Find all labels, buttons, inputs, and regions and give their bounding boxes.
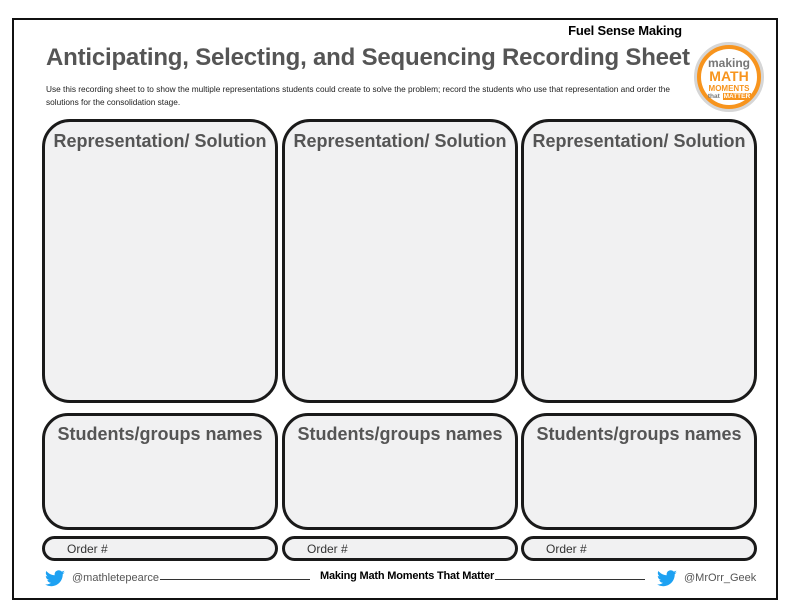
footer-divider-right (495, 579, 645, 580)
order-label: Order # (546, 542, 587, 556)
students-label: Students/groups names (297, 424, 503, 444)
brand-logo: making MATH MOMENTS that MATTER (694, 42, 764, 112)
order-field-3[interactable]: Order # (521, 536, 757, 561)
instructions-text: Use this recording sheet to to show the … (46, 84, 671, 107)
students-box-2[interactable]: Students/groups names (282, 413, 518, 530)
section-tag: Fuel Sense Making (561, 21, 689, 41)
representation-label: Representation/ Solution (293, 131, 507, 151)
logo-line-2: MATH (709, 68, 749, 84)
logo-line-4: that MATTER (701, 93, 757, 101)
order-label: Order # (67, 542, 108, 556)
twitter-bird-icon (657, 570, 677, 587)
students-box-1[interactable]: Students/groups names (42, 413, 278, 530)
logo-line-3: MOMENTS (708, 84, 750, 93)
page-title: Anticipating, Selecting, and Sequencing … (46, 44, 690, 71)
students-label: Students/groups names (536, 424, 742, 444)
order-field-1[interactable]: Order # (42, 536, 278, 561)
footer-title: Making Math Moments That Matter (320, 570, 495, 582)
representation-box-3[interactable]: Representation/ Solution (521, 119, 757, 403)
students-box-3[interactable]: Students/groups names (521, 413, 757, 530)
representation-box-1[interactable]: Representation/ Solution (42, 119, 278, 403)
representation-label: Representation/ Solution (532, 131, 746, 151)
twitter-bird-icon (45, 570, 65, 587)
representation-label: Representation/ Solution (53, 131, 267, 151)
logo-line-1: making (707, 56, 750, 70)
order-field-2[interactable]: Order # (282, 536, 518, 561)
logo-badge: making MATH MOMENTS that MATTER (701, 49, 757, 105)
order-label: Order # (307, 542, 348, 556)
logo-line-4a: that (707, 93, 720, 100)
students-label: Students/groups names (57, 424, 263, 444)
logo-line-4b: MATTER (722, 93, 752, 100)
right-twitter-handle[interactable]: @MrOrr_Geek (684, 572, 757, 584)
footer-divider-left (160, 579, 310, 580)
left-twitter-handle[interactable]: @mathletepearce (72, 572, 159, 584)
representation-box-2[interactable]: Representation/ Solution (282, 119, 518, 403)
page-border (12, 18, 778, 600)
